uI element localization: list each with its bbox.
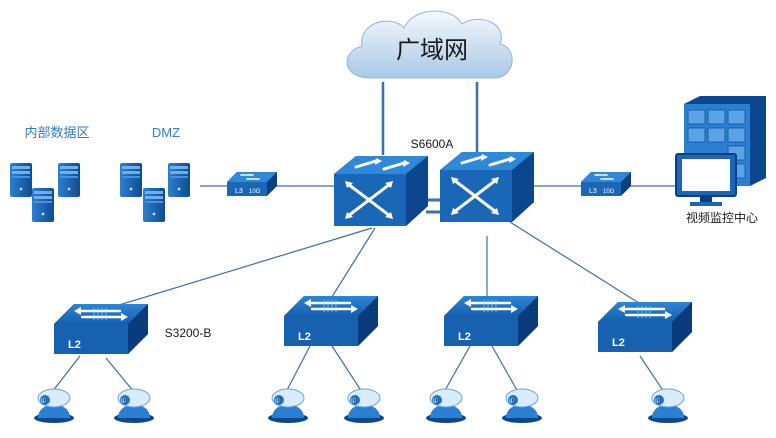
ip-tag: IP: [121, 399, 127, 405]
camera-icon: [113, 388, 155, 424]
l2-tag: L2: [68, 339, 81, 351]
core-switch-right: [438, 150, 536, 224]
link-cam-1: [51, 355, 81, 393]
monitor-center: [675, 96, 766, 206]
wan-cloud-label: 广域网: [396, 37, 468, 64]
camera-icon: [33, 388, 75, 424]
ip-tag: IP: [275, 399, 281, 405]
link-core-access-4: [509, 221, 643, 306]
l3-switch-right: L3 10G: [580, 171, 632, 197]
server-icon: [143, 188, 165, 222]
access-switch-2: L2: [282, 294, 380, 348]
server-icon: [120, 163, 142, 197]
l3-tag: L3: [589, 188, 597, 195]
ip-tag: IP: [351, 399, 357, 405]
camera-icon: [425, 388, 467, 424]
ten-g-tag: 10G: [249, 189, 261, 195]
monitor-center-label: 视频监控中心: [686, 210, 758, 225]
link-cam-2: [105, 357, 135, 393]
access-switch-3: L2: [442, 294, 540, 348]
internal-data-servers: [10, 163, 80, 222]
wan-cloud: 广域网: [346, 10, 513, 79]
link-cam-5: [443, 345, 471, 393]
ip-camera-3: IP: [267, 388, 309, 424]
ip-camera-2: IP: [113, 388, 155, 424]
dmz-servers: [120, 163, 190, 222]
ip-camera-7: IP: [647, 388, 689, 424]
link-core-access-2: [329, 227, 376, 301]
access-switch-label: S3200-B: [165, 326, 212, 340]
ip-camera-6: IP: [501, 388, 543, 424]
internal-zone-label: 内部数据区: [24, 125, 89, 140]
access-switch-1: L2: [52, 302, 150, 356]
server-icon: [168, 163, 190, 197]
camera-icon: [343, 388, 385, 424]
ip-camera-4: IP: [343, 388, 385, 424]
ip-tag: IP: [433, 399, 439, 405]
dmz-label: DMZ: [152, 125, 180, 140]
link-cam-6: [491, 345, 519, 393]
ip-tag: IP: [41, 399, 47, 405]
ten-g-tag: 10G: [603, 189, 615, 195]
server-icon: [10, 163, 32, 197]
l3-switch-left: L3 10G: [226, 171, 278, 197]
server-icon: [58, 163, 80, 197]
ip-camera-1: IP: [33, 388, 75, 424]
camera-icon: [501, 388, 543, 424]
link-core-access-1: [95, 227, 373, 313]
l2-tag: L2: [458, 331, 471, 343]
link-cam-3: [285, 345, 311, 393]
link-cam-4: [331, 345, 363, 393]
ip-camera-5: IP: [425, 388, 467, 424]
l2-tag: L2: [298, 331, 311, 343]
core-switch-icon: [332, 154, 430, 228]
camera-icon: [267, 388, 309, 424]
l2-tag: L2: [612, 337, 625, 349]
monitor-icon: [675, 153, 737, 206]
link-cam-7: [639, 355, 665, 393]
ip-tag: IP: [509, 399, 515, 405]
core-switch-icon: [438, 150, 536, 224]
access-switch-4: L2: [596, 300, 694, 354]
l3-tag: L3: [235, 188, 243, 195]
ip-tag: IP: [655, 399, 661, 405]
core-switch-left: [332, 154, 430, 228]
core-switch-label: S6600A: [411, 137, 454, 151]
network-links: [51, 82, 680, 393]
server-icon: [32, 188, 54, 222]
camera-icon: [647, 388, 689, 424]
